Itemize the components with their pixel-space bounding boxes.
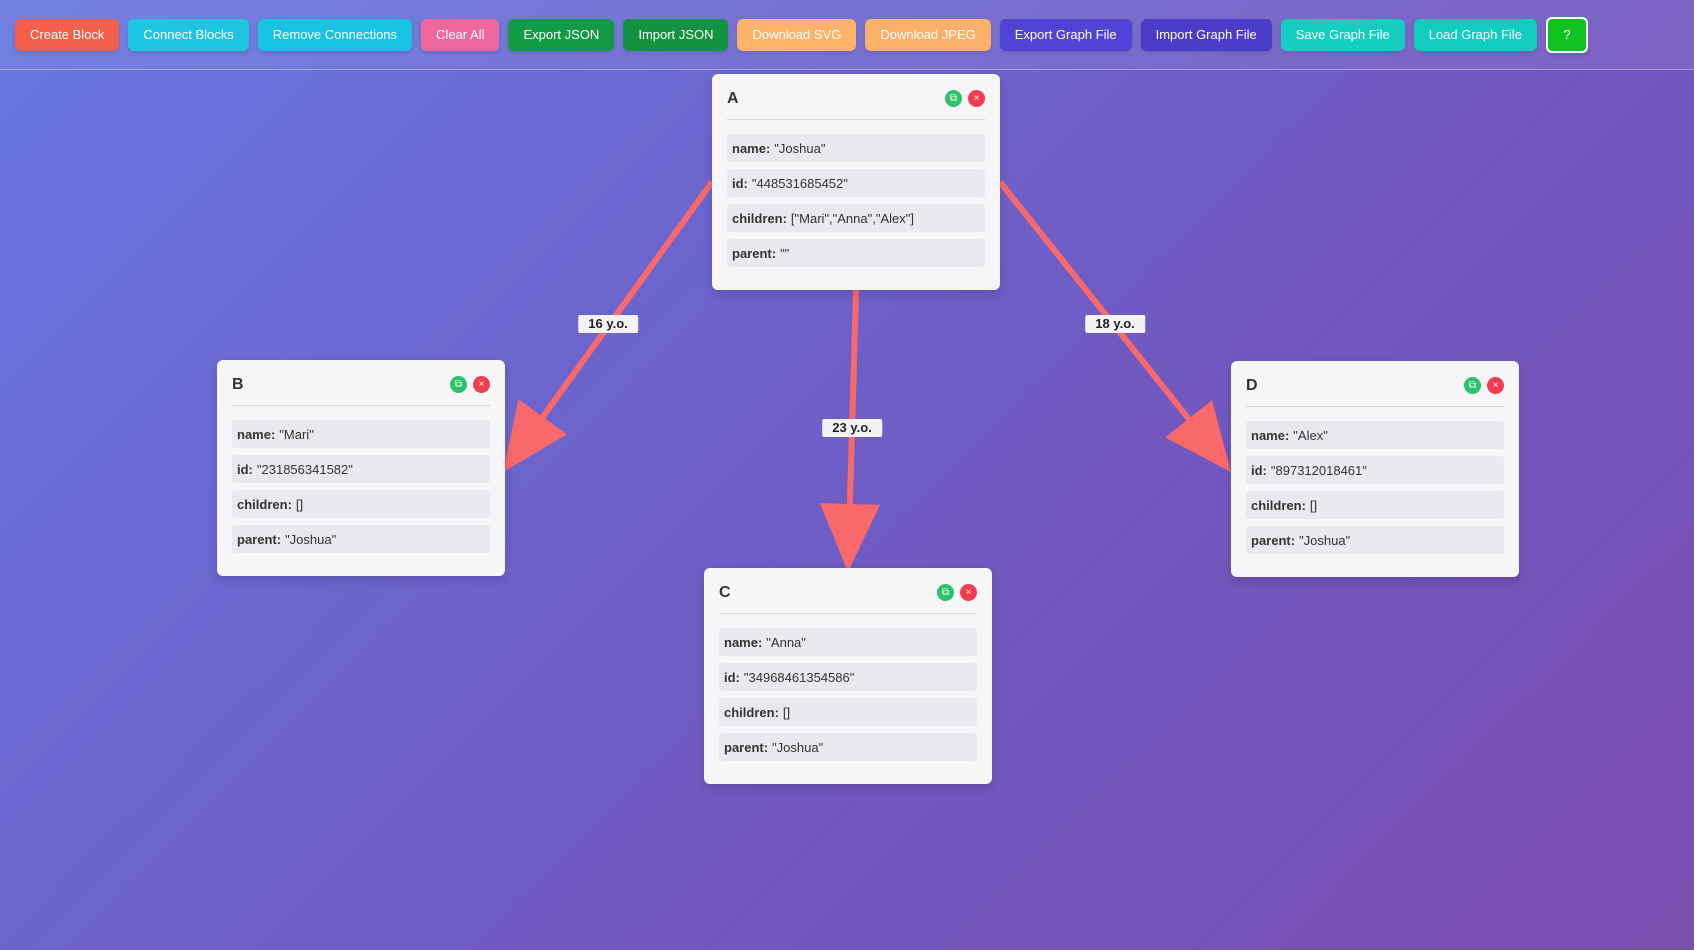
block-a[interactable]: A⧉×name:"Joshua"id:"448531685452"childre… bbox=[712, 74, 1000, 290]
connection-label[interactable]: 18 y.o. bbox=[1085, 315, 1145, 333]
save-graph-file-button[interactable]: Save Graph File bbox=[1280, 18, 1405, 51]
block-field[interactable]: id:"231856341582" bbox=[232, 455, 490, 483]
field-value: [] bbox=[1309, 497, 1318, 513]
field-value: "Joshua" bbox=[774, 140, 826, 156]
block-b[interactable]: B⧉×name:"Mari"id:"231856341582"children:… bbox=[217, 360, 505, 576]
block-field[interactable]: id:"897312018461" bbox=[1246, 456, 1504, 484]
block-field[interactable]: name:"Anna" bbox=[719, 628, 977, 656]
download-svg-button[interactable]: Download SVG bbox=[737, 18, 857, 51]
copy-icon[interactable]: ⧉ bbox=[450, 376, 467, 393]
block-field[interactable]: parent:"Joshua" bbox=[719, 733, 977, 761]
block-field[interactable]: name:"Alex" bbox=[1246, 421, 1504, 449]
arrowhead bbox=[503, 399, 568, 472]
field-value: "34968461354586" bbox=[743, 669, 855, 685]
field-value: "Mari" bbox=[279, 426, 314, 442]
block-field[interactable]: children:[] bbox=[232, 490, 490, 518]
field-key: name: bbox=[1251, 427, 1290, 443]
connect-blocks-button[interactable]: Connect Blocks bbox=[128, 18, 249, 51]
block-header: C⧉× bbox=[719, 582, 977, 614]
block-field[interactable]: id:"34968461354586" bbox=[719, 663, 977, 691]
toolbar: Create Block Connect Blocks Remove Conne… bbox=[0, 0, 1694, 70]
arrowhead bbox=[1165, 400, 1231, 472]
close-icon[interactable]: × bbox=[1487, 377, 1504, 394]
field-key: name: bbox=[732, 140, 771, 156]
close-icon[interactable]: × bbox=[968, 90, 985, 107]
connection-label[interactable]: 16 y.o. bbox=[578, 315, 638, 333]
connection-line[interactable] bbox=[846, 289, 859, 505]
block-header: D⧉× bbox=[1246, 375, 1504, 407]
connection-line[interactable] bbox=[540, 180, 715, 419]
block-field[interactable]: id:"448531685452" bbox=[727, 169, 985, 197]
block-title: C bbox=[719, 583, 731, 601]
block-actions: ⧉× bbox=[937, 584, 977, 601]
field-key: parent: bbox=[732, 245, 777, 261]
field-value: [] bbox=[295, 496, 304, 512]
field-key: id: bbox=[237, 461, 253, 477]
block-title: B bbox=[232, 375, 244, 393]
block-c[interactable]: C⧉×name:"Anna"id:"34968461354586"childre… bbox=[704, 568, 992, 784]
field-key: name: bbox=[724, 634, 763, 650]
copy-icon[interactable]: ⧉ bbox=[937, 584, 954, 601]
field-value: [] bbox=[782, 704, 791, 720]
export-graph-file-button[interactable]: Export Graph File bbox=[999, 18, 1132, 51]
remove-connections-button[interactable]: Remove Connections bbox=[257, 18, 413, 51]
block-title: A bbox=[727, 89, 739, 107]
field-value: "Joshua" bbox=[772, 739, 824, 755]
copy-icon[interactable]: ⧉ bbox=[1464, 377, 1481, 394]
block-field[interactable]: parent:"Joshua" bbox=[1246, 526, 1504, 554]
download-jpeg-button[interactable]: Download JPEG bbox=[865, 18, 991, 51]
field-key: parent: bbox=[724, 739, 769, 755]
field-value: "Anna" bbox=[766, 634, 806, 650]
block-field[interactable]: name:"Joshua" bbox=[727, 134, 985, 162]
field-value: "448531685452" bbox=[751, 175, 848, 191]
import-graph-file-button[interactable]: Import Graph File bbox=[1140, 18, 1272, 51]
field-key: name: bbox=[237, 426, 276, 442]
field-key: children: bbox=[1251, 497, 1306, 513]
field-value: "Alex" bbox=[1293, 427, 1328, 443]
field-value: "897312018461" bbox=[1270, 462, 1367, 478]
block-header: B⧉× bbox=[232, 374, 490, 406]
close-icon[interactable]: × bbox=[960, 584, 977, 601]
copy-icon[interactable]: ⧉ bbox=[945, 90, 962, 107]
field-key: children: bbox=[237, 496, 292, 512]
export-json-button[interactable]: Export JSON bbox=[508, 18, 615, 51]
field-value: "" bbox=[780, 245, 790, 261]
block-header: A⧉× bbox=[727, 88, 985, 120]
field-key: id: bbox=[732, 175, 748, 191]
field-key: children: bbox=[732, 210, 787, 226]
block-field[interactable]: name:"Mari" bbox=[232, 420, 490, 448]
close-icon[interactable]: × bbox=[473, 376, 490, 393]
clear-all-button[interactable]: Clear All bbox=[421, 18, 500, 51]
field-value: "Joshua" bbox=[285, 531, 337, 547]
connection-label[interactable]: 23 y.o. bbox=[822, 419, 882, 437]
import-json-button[interactable]: Import JSON bbox=[623, 18, 729, 51]
block-actions: ⧉× bbox=[945, 90, 985, 107]
field-key: id: bbox=[1251, 462, 1267, 478]
block-field[interactable]: children:[] bbox=[719, 698, 977, 726]
block-actions: ⧉× bbox=[1464, 377, 1504, 394]
field-key: id: bbox=[724, 669, 740, 685]
arrowhead bbox=[819, 503, 880, 572]
field-key: children: bbox=[724, 704, 779, 720]
create-block-button[interactable]: Create Block bbox=[15, 18, 120, 51]
field-key: parent: bbox=[1251, 532, 1296, 548]
load-graph-file-button[interactable]: Load Graph File bbox=[1413, 18, 1537, 51]
field-value: ["Mari","Anna","Alex"] bbox=[790, 210, 914, 226]
block-field[interactable]: parent:"" bbox=[727, 239, 985, 267]
block-field[interactable]: children:["Mari","Anna","Alex"] bbox=[727, 204, 985, 232]
connection-line[interactable] bbox=[997, 180, 1191, 421]
block-field[interactable]: parent:"Joshua" bbox=[232, 525, 490, 553]
block-d[interactable]: D⧉×name:"Alex"id:"897312018461"children:… bbox=[1231, 361, 1519, 577]
field-value: "Joshua" bbox=[1299, 532, 1351, 548]
block-actions: ⧉× bbox=[450, 376, 490, 393]
field-key: parent: bbox=[237, 531, 282, 547]
block-field[interactable]: children:[] bbox=[1246, 491, 1504, 519]
block-title: D bbox=[1246, 376, 1258, 394]
field-value: "231856341582" bbox=[256, 461, 353, 477]
help-button[interactable]: ? bbox=[1545, 16, 1588, 53]
